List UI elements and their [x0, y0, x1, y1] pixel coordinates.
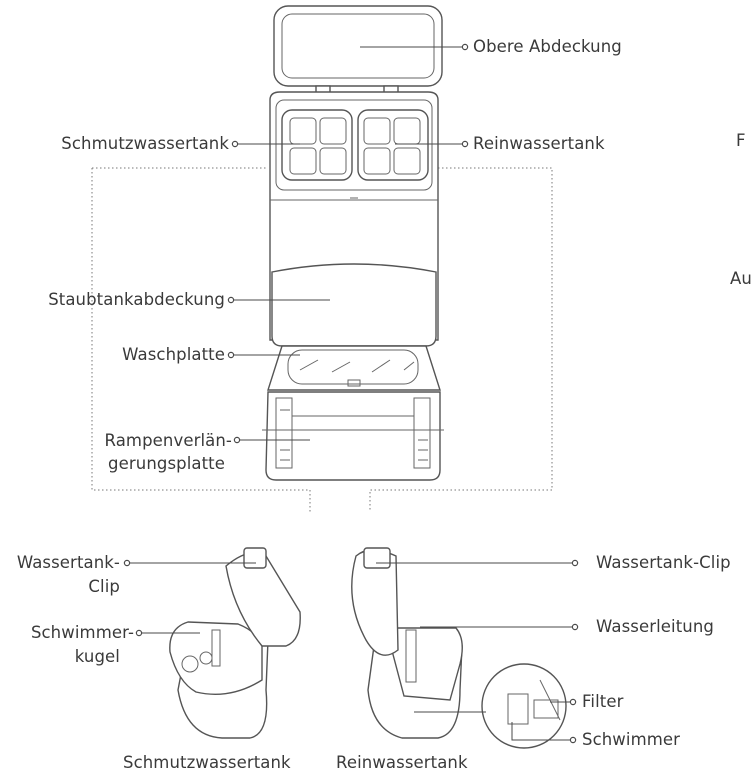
label-filter: Filter — [582, 692, 624, 711]
label-ramp-line2: gerungsplatte — [108, 454, 225, 473]
label-tank-clip-left-1: Wassertank- — [16, 553, 120, 572]
label-tank-clip-right: Wassertank-Clip — [596, 553, 731, 572]
filter-detail-circle — [481, 663, 567, 749]
label-float: Schwimmer — [582, 730, 681, 749]
label-edge-f: F — [736, 131, 746, 150]
ramp-extension-plate — [262, 391, 444, 481]
label-top-cover: Obere Abdeckung — [473, 37, 622, 56]
label-bottom-dirty-tank: Schmutzwassertank — [123, 753, 291, 772]
clean-water-tank — [351, 547, 567, 749]
label-float-ball-1: Schwimmer- — [30, 623, 134, 642]
dotted-frame — [91, 167, 553, 512]
dirty-tank-top — [281, 109, 353, 181]
station-body — [269, 91, 439, 347]
clean-tank-top — [357, 109, 429, 181]
label-dust-cover: Staubtankabdeckung — [48, 290, 225, 309]
label-clean-tank: Reinwassertank — [473, 134, 605, 153]
top-cover — [273, 5, 443, 87]
label-float-ball-2: kugel — [74, 647, 120, 666]
dust-tank-cover — [271, 263, 437, 347]
label-ramp-line1: Rampenverlän- — [104, 431, 232, 450]
label-edge-au: Au — [730, 269, 751, 288]
label-wash-plate: Waschplatte — [122, 345, 225, 364]
label-bottom-clean-tank: Reinwassertank — [336, 753, 468, 772]
leader-lines — [123, 43, 579, 744]
dirty-water-tank — [169, 547, 301, 739]
wash-plate — [267, 345, 441, 391]
label-water-pipe: Wasserleitung — [596, 617, 714, 636]
label-dirty-tank: Schmutzwassertank — [61, 134, 229, 153]
label-tank-clip-left-2: Clip — [88, 577, 120, 596]
